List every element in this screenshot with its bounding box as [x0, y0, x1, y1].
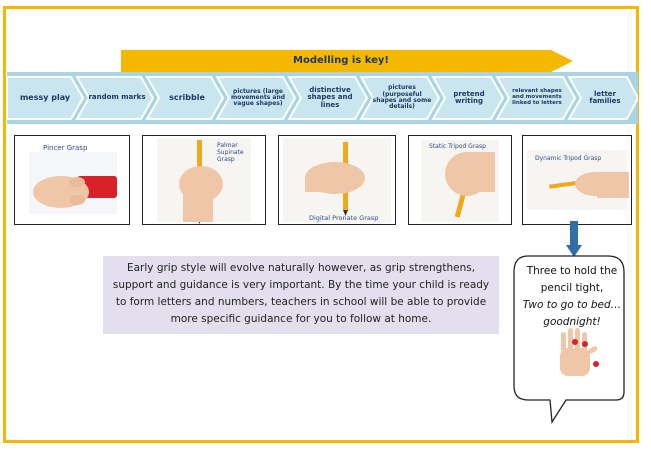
stage-messy-play: messy play	[19, 92, 71, 102]
stage-random-marks: random marks	[88, 93, 146, 102]
stage-distinctive-shapes: distinctive shapes and lines	[307, 85, 353, 109]
speech-bubble-shape	[513, 255, 625, 424]
grasp-caption-digital-pronate: Digital Pronate Grasp	[309, 214, 379, 222]
grasp-image-dynamic-tripod: Dynamic Tripod Grasp	[522, 135, 632, 225]
stage-pretend-writing: pretend writing	[453, 89, 485, 105]
dynamic-tripod-grasp-illustration	[527, 150, 629, 210]
stage-letter-families: letter families	[589, 89, 621, 105]
grasp-caption-dynamic-tripod: Dynamic Tripod Grasp	[535, 155, 602, 162]
stage-relevant-shapes: relevant shapes and movements linked to …	[512, 88, 562, 106]
pincer-grasp-illustration	[29, 152, 117, 214]
bubble-line-1: Three to hold the pencil tight,	[526, 265, 618, 294]
grasp-image-static-tripod: Static Tripod Grasp	[408, 135, 512, 225]
static-tripod-grasp-illustration	[421, 140, 499, 222]
speech-bubble-text: Three to hold the pencil tight, Two to g…	[522, 263, 622, 331]
grasp-image-pincer: Pincer Grasp	[14, 135, 130, 225]
grasp-caption-pincer: Pincer Grasp	[43, 144, 88, 152]
banner-arrow-shape	[121, 50, 573, 72]
digital-pronate-grasp-illustration	[283, 138, 391, 222]
grasp-image-palmar-supinate: Palmar Supinate Grasp	[142, 135, 266, 225]
stage-pictures-purposeful-shapes: pictures (purposeful shapes and some det…	[372, 84, 432, 111]
hand-icon	[560, 328, 599, 376]
chevron-shapes	[7, 76, 638, 120]
bubble-line-2: Two to go to bed…goodnight!	[522, 299, 622, 328]
palmar-supinate-grasp-illustration	[157, 138, 251, 224]
banner-label: Modelling is key!	[293, 55, 389, 66]
stage-scribble: scribble	[169, 92, 205, 102]
development-stages-band: messy play random marks scribble picture…	[7, 72, 638, 124]
grip-guidance-text: Early grip style will evolve naturally h…	[103, 256, 499, 334]
grasp-image-digital-pronate: Digital Pronate Grasp	[278, 135, 396, 225]
modelling-banner: Modelling is key!	[121, 50, 573, 72]
down-arrow-icon	[566, 221, 582, 257]
grasp-caption-static-tripod: Static Tripod Grasp	[429, 143, 486, 150]
stage-pictures-large-movements: pictures (large movements and vague shap…	[230, 87, 286, 108]
grasp-caption-palmar-supinate: Palmar Supinate Grasp	[217, 142, 244, 163]
